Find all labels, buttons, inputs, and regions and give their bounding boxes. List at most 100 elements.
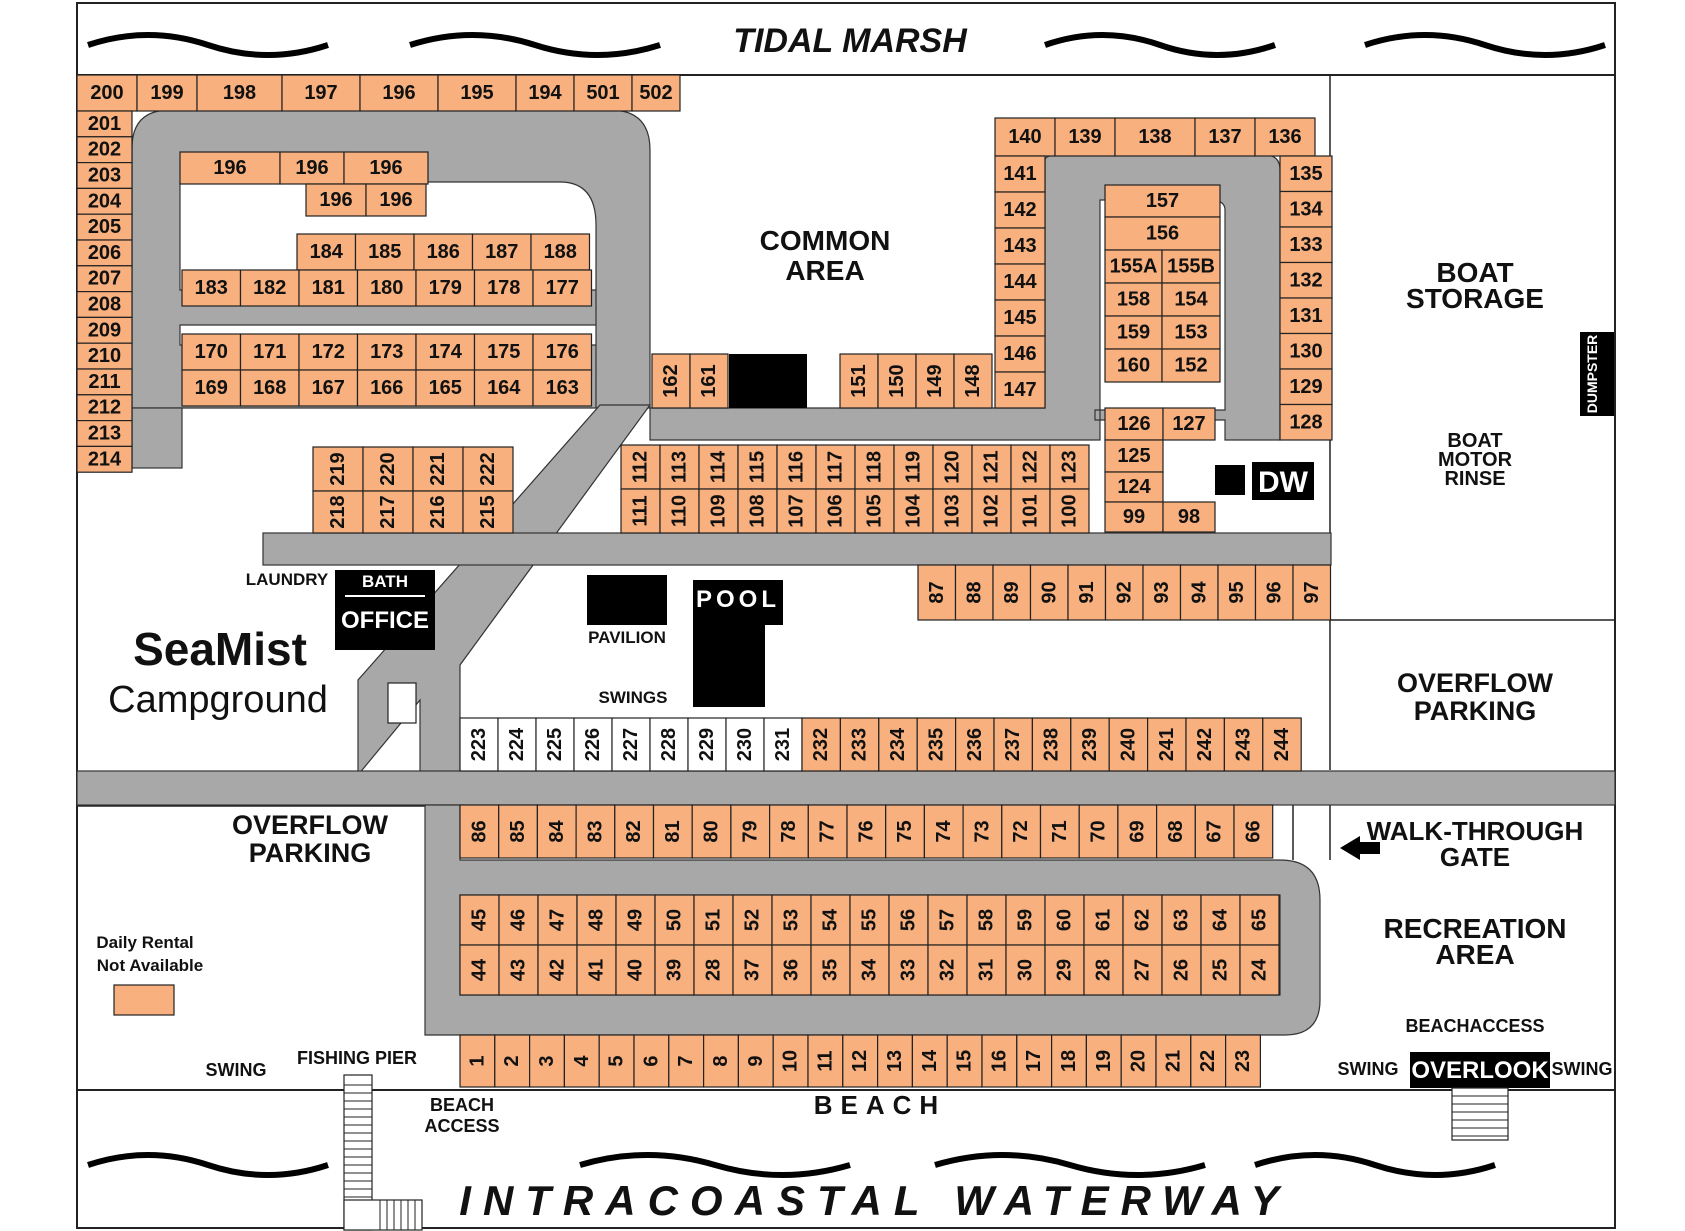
campsite-106[interactable]: [815, 488, 856, 534]
campsite-169[interactable]: [181, 369, 242, 407]
campsite-177[interactable]: [532, 269, 593, 307]
campsite-203[interactable]: [76, 162, 133, 190]
campsite-198[interactable]: [196, 74, 283, 112]
campsite-25[interactable]: [1200, 944, 1241, 996]
campsite-167[interactable]: [298, 369, 359, 407]
campsite-148[interactable]: [953, 353, 993, 409]
campsite-242[interactable]: [1185, 717, 1226, 772]
campsite-75[interactable]: [885, 804, 926, 859]
pavilion-building[interactable]: [587, 575, 667, 625]
campsite-201[interactable]: [76, 110, 133, 138]
campsite-205[interactable]: [76, 213, 133, 241]
campsite-224[interactable]: [497, 717, 537, 772]
campsite-144[interactable]: [994, 263, 1046, 301]
campsite-70[interactable]: [1078, 804, 1119, 859]
campsite-12[interactable]: [842, 1034, 879, 1088]
campsite-166[interactable]: [356, 369, 417, 407]
campsite-123[interactable]: [1049, 444, 1090, 490]
campsite-215[interactable]: [462, 490, 514, 534]
campsite-219[interactable]: [312, 446, 364, 492]
campsite-93[interactable]: [1142, 564, 1182, 621]
campsite-67[interactable]: [1194, 804, 1235, 859]
campsite-187[interactable]: [471, 233, 532, 271]
campsite-56[interactable]: [888, 894, 929, 946]
campsite-6[interactable]: [633, 1034, 670, 1088]
campsite-168[interactable]: [239, 369, 300, 407]
campsite-194[interactable]: [515, 74, 575, 112]
campsite-132[interactable]: [1279, 261, 1333, 299]
campsite-238[interactable]: [1031, 717, 1072, 772]
campsite-44[interactable]: [459, 944, 500, 996]
campsite-222[interactable]: [462, 446, 514, 492]
campsite-241[interactable]: [1146, 717, 1187, 772]
campsite-202[interactable]: [76, 136, 133, 164]
campsite-23[interactable]: [1224, 1034, 1261, 1088]
campsite-138[interactable]: [1114, 117, 1196, 157]
campsite-87[interactable]: [917, 564, 957, 621]
campsite-502[interactable]: [631, 74, 681, 112]
campsite-161[interactable]: [689, 353, 729, 409]
campsite-11[interactable]: [807, 1034, 844, 1088]
campsite-34[interactable]: [849, 944, 890, 996]
campsite-27[interactable]: [1122, 944, 1163, 996]
campsite-8[interactable]: [702, 1034, 739, 1088]
campsite-210[interactable]: [76, 342, 133, 370]
campsite-41[interactable]: [576, 944, 617, 996]
campsite-163[interactable]: [532, 369, 593, 407]
campsite-104[interactable]: [893, 488, 934, 534]
campsite-43[interactable]: [498, 944, 539, 996]
campsite-156[interactable]: [1104, 216, 1221, 251]
campsite-24[interactable]: [1239, 944, 1280, 996]
campsite-220[interactable]: [362, 446, 414, 492]
campsite-13[interactable]: [876, 1034, 913, 1088]
campsite-81[interactable]: [652, 804, 693, 859]
campsite-9[interactable]: [737, 1034, 774, 1088]
campsite-19[interactable]: [1085, 1034, 1122, 1088]
campsite-223[interactable]: [459, 717, 499, 772]
campsite-2[interactable]: [494, 1034, 531, 1088]
campsite-39[interactable]: [654, 944, 695, 996]
campsite-86[interactable]: [459, 804, 500, 859]
campsite-231[interactable]: [763, 717, 803, 772]
campsite-171[interactable]: [239, 333, 300, 371]
campsite-234[interactable]: [878, 717, 918, 772]
campsite-175[interactable]: [473, 333, 534, 371]
campsite-99[interactable]: [1104, 501, 1164, 533]
campsite-32[interactable]: [927, 944, 968, 996]
campsite-240[interactable]: [1108, 717, 1149, 772]
campsite-217[interactable]: [362, 490, 414, 534]
campsite-233[interactable]: [839, 717, 880, 772]
campsite-244[interactable]: [1262, 717, 1302, 772]
campsite-73[interactable]: [962, 804, 1003, 859]
campsite-76[interactable]: [846, 804, 887, 859]
overlook-steps[interactable]: [1451, 1087, 1509, 1141]
campsite-180[interactable]: [356, 269, 417, 307]
campsite-103[interactable]: [932, 488, 973, 534]
campsite-232[interactable]: [801, 717, 842, 772]
campsite-50[interactable]: [654, 894, 695, 946]
campsite-45[interactable]: [459, 894, 500, 946]
campsite-31[interactable]: [966, 944, 1007, 996]
campsite-129[interactable]: [1279, 368, 1333, 406]
campsite-96[interactable]: [1254, 564, 1294, 621]
campsite-92[interactable]: [1104, 564, 1144, 621]
campsite-146[interactable]: [994, 335, 1046, 373]
campsite-216[interactable]: [412, 490, 464, 534]
campsite-235[interactable]: [916, 717, 957, 772]
campsite-141[interactable]: [994, 155, 1046, 193]
campsite-196[interactable]: [365, 183, 427, 217]
campsite-196[interactable]: [305, 183, 367, 217]
campsite-10[interactable]: [772, 1034, 809, 1088]
office-building[interactable]: [335, 570, 435, 650]
campsite-40[interactable]: [615, 944, 656, 996]
campsite-196[interactable]: [359, 74, 439, 112]
campsite-18[interactable]: [1050, 1034, 1087, 1088]
campsite-89[interactable]: [992, 564, 1032, 621]
campsite-185[interactable]: [354, 233, 415, 271]
campsite-147[interactable]: [994, 371, 1046, 409]
campsite-4[interactable]: [563, 1034, 600, 1088]
campsite-98[interactable]: [1162, 501, 1216, 533]
campsite-82[interactable]: [614, 804, 655, 859]
campsite-28[interactable]: [693, 944, 734, 996]
campsite-118[interactable]: [854, 444, 895, 490]
